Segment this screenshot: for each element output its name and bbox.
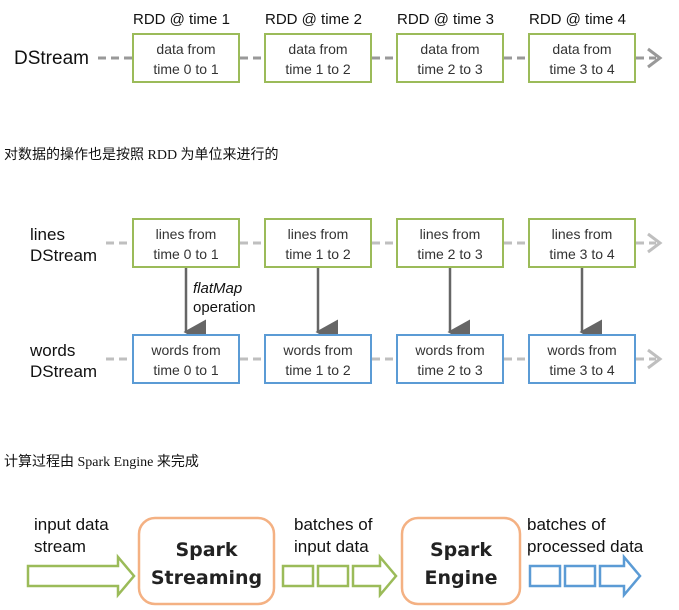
words-box-line1: words from [150,342,220,358]
pipeline-section: input data stream Spark Streaming batche… [26,515,644,606]
words-box-line2: time 2 to 3 [417,362,483,378]
lines-box-line1: lines from [420,226,481,242]
words-dstream-label: DStream [30,362,97,381]
rdd-box [528,33,636,83]
time-label: RDD @ time 1 [133,11,230,28]
lines-box-line2: time 0 to 1 [153,246,219,262]
rdd-box [132,33,240,83]
rdd-box-line2: time 2 to 3 [417,61,483,77]
words-box [396,334,504,384]
lines-box-line2: time 3 to 4 [549,246,615,262]
words-box-line2: time 3 to 4 [549,362,615,378]
flatmap-section: lines DStream words DStream lines from t… [29,218,663,384]
rdd-box-line1: data from [420,41,479,57]
rdd-box-line2: time 0 to 1 [153,61,219,77]
batches-processed-label: processed data [527,537,644,556]
processed-batch [528,564,562,588]
processed-batch [563,564,597,588]
words-box-line2: time 0 to 1 [153,362,219,378]
time-label: RDD @ time 2 [265,11,362,28]
batches-input-label: batches of [294,515,373,534]
words-box-line1: words from [282,342,352,358]
spark-engine-title: Engine [424,567,497,589]
lines-dstream-label: lines [30,225,65,244]
input-data-label: stream [34,537,86,556]
rdd-box-line1: data from [156,41,215,57]
lines-box [528,218,636,268]
spark-streaming-box [137,516,276,606]
input-batch-arrow [351,553,398,599]
lines-box [396,218,504,268]
words-box [132,334,240,384]
stream-arrowhead [647,232,663,254]
words-box [528,334,636,384]
batches-input-label: input data [294,537,369,556]
spark-engine-box [400,516,522,606]
spark-engine-title: Spark [430,539,492,561]
words-dstream-label: words [29,341,75,360]
stream-arrowhead [647,348,663,370]
rdd-box-line1: data from [552,41,611,57]
input-data-label: input data [34,515,109,534]
lines-box-line2: time 1 to 2 [285,246,351,262]
lines-box-line2: time 2 to 3 [417,246,483,262]
spark-streaming-title: Streaming [151,567,262,589]
flatmap-label: flatMap [193,280,242,297]
input-batch [316,564,350,588]
caption-spark-engine: 计算过程由 Spark Engine 来完成 [4,454,199,470]
lines-box-line1: lines from [288,226,349,242]
lines-box [132,218,240,268]
lines-box [264,218,372,268]
processed-batch-arrow [598,553,642,599]
rdd-box-line2: time 3 to 4 [549,61,615,77]
words-box-line1: words from [414,342,484,358]
rdd-box-line1: data from [288,41,347,57]
rdd-box [264,33,372,83]
batches-processed-label: batches of [527,515,606,534]
stream-arrowhead [647,47,663,69]
dstream-rdd-section: RDD @ time 1 RDD @ time 2 RDD @ time 3 R… [14,11,663,83]
input-batch [281,564,315,588]
caption-rdd-operations: 对数据的操作也是按照 RDD 为单位来进行的 [4,147,279,163]
words-box-line2: time 1 to 2 [285,362,351,378]
dstream-label: DStream [14,48,89,69]
rdd-box-line2: time 1 to 2 [285,61,351,77]
time-label: RDD @ time 4 [529,11,626,28]
operation-label: operation [193,299,256,316]
lines-dstream-label: DStream [30,246,97,265]
spark-streaming-title: Spark [175,539,237,561]
lines-box-line1: lines from [156,226,217,242]
words-box [264,334,372,384]
input-stream-arrow [26,553,136,599]
lines-box-line1: lines from [552,226,613,242]
rdd-box [396,33,504,83]
words-box-line1: words from [546,342,616,358]
time-label: RDD @ time 3 [397,11,494,28]
